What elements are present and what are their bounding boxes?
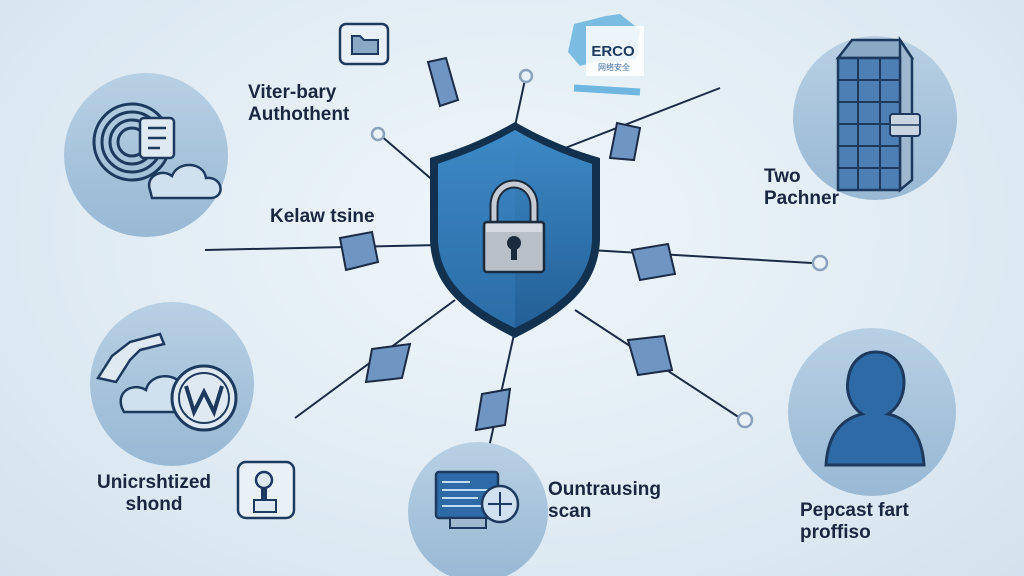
user-silhouette-icon	[788, 328, 956, 496]
label-pepcast: Pepcast fart proffiso	[800, 500, 909, 543]
logo-subtext: 网络安全	[598, 62, 630, 72]
logo-text: ERCO	[591, 43, 635, 60]
label-unicershtized: Unicrshtized shond	[96, 472, 212, 515]
computer-monitor-icon	[408, 442, 548, 576]
diamond-nodes	[338, 56, 677, 432]
label-viterbary: Viter-bary Authothent	[248, 82, 350, 125]
server-building-icon	[793, 35, 957, 200]
endpoint-dots	[370, 68, 829, 429]
label-kelaw: Kelaw tsine	[270, 206, 375, 227]
shield-padlock-icon	[430, 122, 600, 338]
fingerprint-cloud-icon	[64, 73, 228, 237]
folder-icon	[338, 22, 390, 66]
label-outrausing: Ountrausing scan	[548, 479, 661, 522]
stamp-icon	[236, 460, 296, 520]
hand-cloud-wordpress-icon	[90, 302, 254, 466]
logo: ERCO 网络安全	[568, 14, 644, 96]
label-two-pachner: Two Pachner	[764, 166, 839, 209]
